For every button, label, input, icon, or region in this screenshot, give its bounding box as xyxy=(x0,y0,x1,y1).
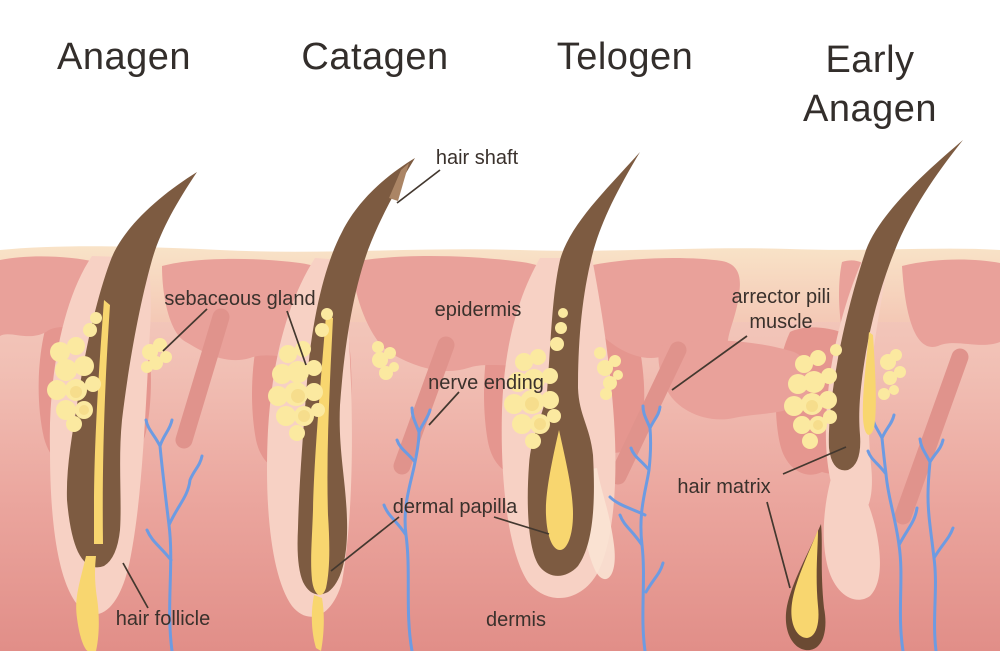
telogen-gland-right xyxy=(594,347,623,400)
arrector-muscle-early xyxy=(894,348,969,525)
nerve-telogen xyxy=(608,404,665,651)
label-dermal-papilla: dermal papilla xyxy=(392,496,518,518)
nerve-ending-leader xyxy=(428,391,460,426)
arrector-pili-muscles xyxy=(175,308,969,525)
label-epidermis: epidermis xyxy=(434,299,522,321)
arrector-muscle-telogen xyxy=(609,341,687,485)
hair-matrix-bud xyxy=(785,524,826,651)
early-anagen-hair xyxy=(828,140,963,471)
hair-shaft-leader xyxy=(396,169,441,204)
papillae-and-roots xyxy=(76,300,876,651)
arrector-muscle-anagen xyxy=(175,308,230,449)
dermal-papilla-leader-left xyxy=(330,516,400,572)
early-sheath-lobe xyxy=(823,464,880,600)
catagen-gland-right xyxy=(372,341,399,380)
arrector-muscle-catagen xyxy=(393,336,455,475)
dermal-papilla-leader-right xyxy=(493,516,550,535)
catagen-papilla xyxy=(311,315,333,595)
early-anagen-streak xyxy=(862,332,876,435)
catagen-root xyxy=(311,595,324,651)
gland-shading xyxy=(70,386,823,430)
label-dermis: dermis xyxy=(485,609,547,631)
catagen-gland-left xyxy=(268,308,333,441)
early-gland-right xyxy=(878,349,906,400)
anagen-medulla xyxy=(94,300,110,544)
sebaceous-gland-leader-left xyxy=(162,308,208,352)
hair-matrix-leader-lower xyxy=(766,501,791,589)
arrector-pili-leader xyxy=(671,335,748,391)
nerve-anagen xyxy=(144,418,204,651)
leader-lines xyxy=(122,169,847,609)
sebaceous-gland-leader-right xyxy=(286,310,307,366)
anagen-root xyxy=(76,556,99,651)
stage-title-anagen: Anagen xyxy=(56,36,192,78)
label-sebaceous-gland: sebaceous gland xyxy=(164,288,316,310)
catagen-hair-highlight xyxy=(389,163,409,201)
nerve-early xyxy=(866,413,955,651)
label-hair-follicle: hair follicle xyxy=(115,608,211,630)
nerve-endings xyxy=(144,404,955,651)
label-arrector-pili-muscle: arrector pili muscle xyxy=(731,286,831,333)
stage-title-telogen: Telogen xyxy=(556,36,694,78)
telogen-papilla xyxy=(545,430,573,550)
hair-follicle-leader xyxy=(122,562,149,609)
nerve-catagen xyxy=(382,406,432,651)
anagen-gland-right xyxy=(141,338,172,373)
label-nerve-ending: nerve ending xyxy=(428,372,544,394)
label-hair-shaft: hair shaft xyxy=(435,147,519,169)
hair-matrix-leader-upper xyxy=(782,446,847,475)
sebaceous-glands xyxy=(47,308,906,449)
label-hair-matrix: hair matrix xyxy=(677,476,771,498)
stage-title-catagen: Catagen xyxy=(301,36,449,78)
stage-title-early-anagen: Early Anagen xyxy=(802,39,937,130)
epidermis-layer xyxy=(0,255,1000,420)
